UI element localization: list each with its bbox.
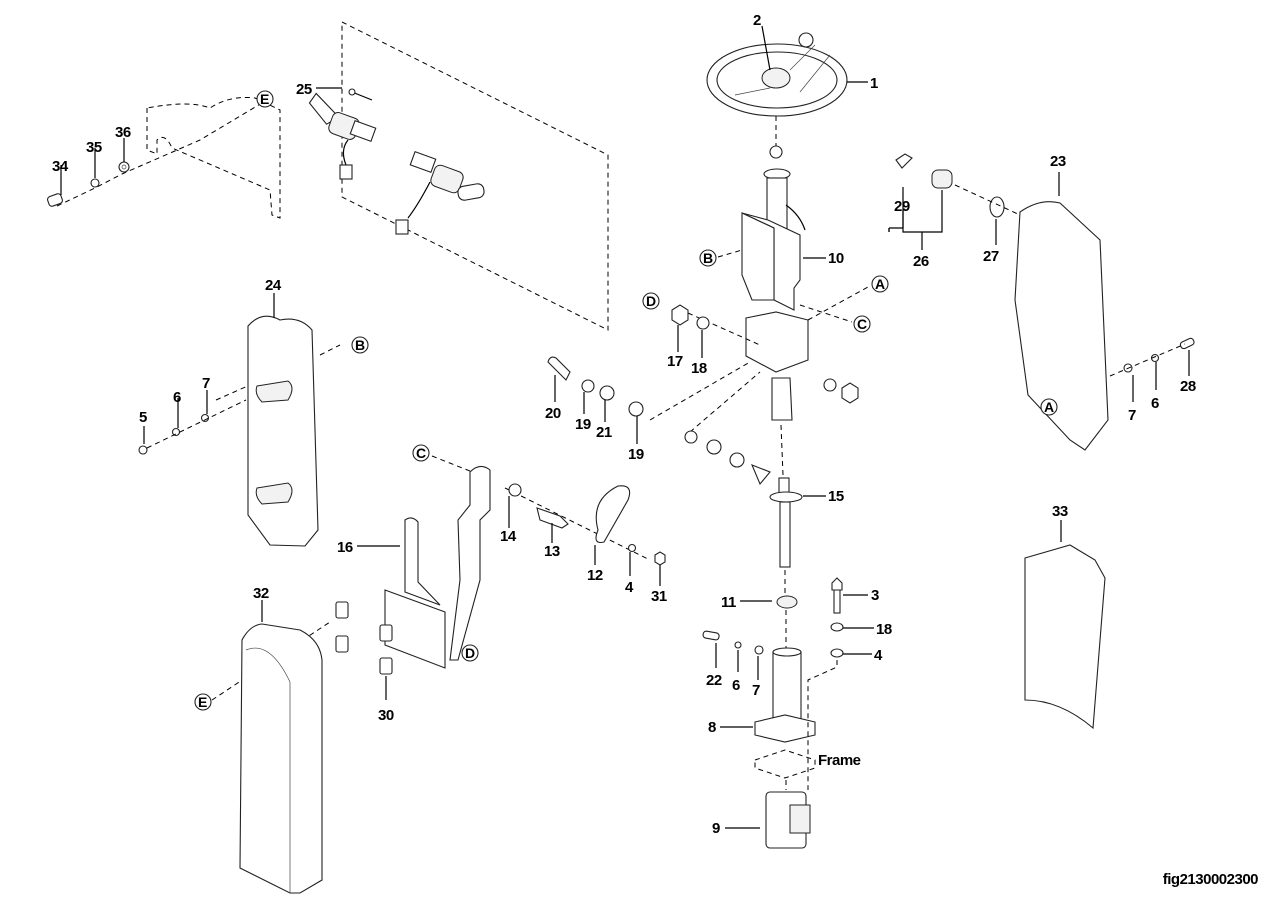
bracket-assembly-top-left	[47, 97, 281, 219]
svg-text:E: E	[198, 694, 207, 710]
callout-6: 6	[173, 389, 181, 406]
callout-13: 13	[544, 543, 560, 560]
ref-marker-c: C	[853, 315, 871, 333]
callout-25: 25	[296, 81, 312, 98]
ref-marker-b: B	[699, 249, 717, 267]
svg-text:A: A	[1044, 399, 1054, 415]
callout-10: 10	[828, 250, 844, 267]
ref-marker-e: E	[256, 90, 274, 108]
figure-id: fig2130002300	[1162, 871, 1259, 888]
callout-6: 6	[1151, 395, 1159, 412]
callout-5: 5	[139, 409, 147, 426]
svg-text:D: D	[465, 645, 475, 661]
ref-marker-d: D	[642, 292, 660, 310]
callout-27: 27	[983, 248, 999, 265]
callout-21: 21	[596, 424, 612, 441]
callout-2: 2	[753, 12, 761, 29]
callout-16: 16	[337, 539, 353, 556]
callout-32: 32	[253, 585, 269, 602]
callout-26: 26	[913, 253, 929, 270]
callout-4: 4	[625, 579, 634, 596]
ref-marker-b: B	[351, 336, 369, 354]
callout-28: 28	[1180, 378, 1196, 395]
callout-36: 36	[115, 124, 131, 141]
callout-22: 22	[706, 672, 722, 689]
cover-32	[239, 600, 323, 894]
svg-text:E: E	[260, 91, 269, 107]
cover-24	[138, 293, 319, 547]
callout-8: 8	[708, 719, 716, 736]
callout-19: 19	[575, 416, 591, 433]
callout-11: 11	[721, 594, 736, 611]
svg-text:B: B	[703, 250, 713, 266]
reference-lines	[211, 249, 1053, 701]
callout-23: 23	[1050, 153, 1066, 170]
callout-labels: 1 2 3 4 4 5 6 6 6 7 7 7 8 9 10 11 12 13 …	[52, 12, 1196, 837]
callout-7: 7	[1128, 407, 1136, 424]
callout-3: 3	[871, 587, 879, 604]
callout-9: 9	[712, 820, 720, 837]
callout-17: 17	[667, 353, 683, 370]
svg-text:C: C	[416, 445, 426, 461]
bolt-34	[47, 193, 63, 207]
ref-marker-e: E	[194, 693, 212, 711]
callout-18: 18	[691, 360, 707, 377]
callout-7: 7	[202, 375, 210, 392]
lower-shaft-assembly	[702, 477, 874, 849]
ref-marker-d: D	[461, 644, 479, 662]
callout-29: 29	[894, 198, 910, 215]
callout-34: 34	[52, 158, 69, 175]
svg-text:C: C	[857, 316, 867, 332]
ref-marker-a: A	[871, 275, 889, 293]
frame-label: Frame	[818, 752, 861, 769]
callout-31: 31	[651, 588, 667, 605]
callout-15: 15	[828, 488, 844, 505]
hardware-column	[547, 304, 859, 486]
callout-19: 19	[628, 446, 644, 463]
callout-12: 12	[587, 567, 603, 584]
switch-group-25	[308, 21, 609, 331]
callout-1: 1	[870, 75, 878, 92]
callout-4: 4	[874, 647, 883, 664]
callout-35: 35	[86, 139, 102, 156]
steering-wheel-1	[706, 25, 868, 147]
callout-18: 18	[876, 621, 892, 638]
callout-33: 33	[1052, 503, 1068, 520]
cover-23	[888, 153, 1195, 451]
callout-24: 24	[265, 277, 282, 294]
reference-markers: A A B B C C D D E E	[194, 90, 1058, 711]
callout-7: 7	[752, 682, 760, 699]
callout-14: 14	[500, 528, 517, 545]
cover-33	[1024, 520, 1106, 730]
pedal-bracket-16	[335, 465, 666, 700]
svg-text:B: B	[355, 337, 365, 353]
ref-marker-a: A	[1040, 398, 1058, 416]
callout-6: 6	[732, 677, 740, 694]
ref-marker-c: C	[412, 444, 430, 462]
svg-text:A: A	[875, 276, 885, 292]
callout-20: 20	[545, 405, 561, 422]
callout-30: 30	[378, 707, 394, 724]
steering-column-10	[741, 145, 826, 476]
svg-text:D: D	[646, 293, 656, 309]
